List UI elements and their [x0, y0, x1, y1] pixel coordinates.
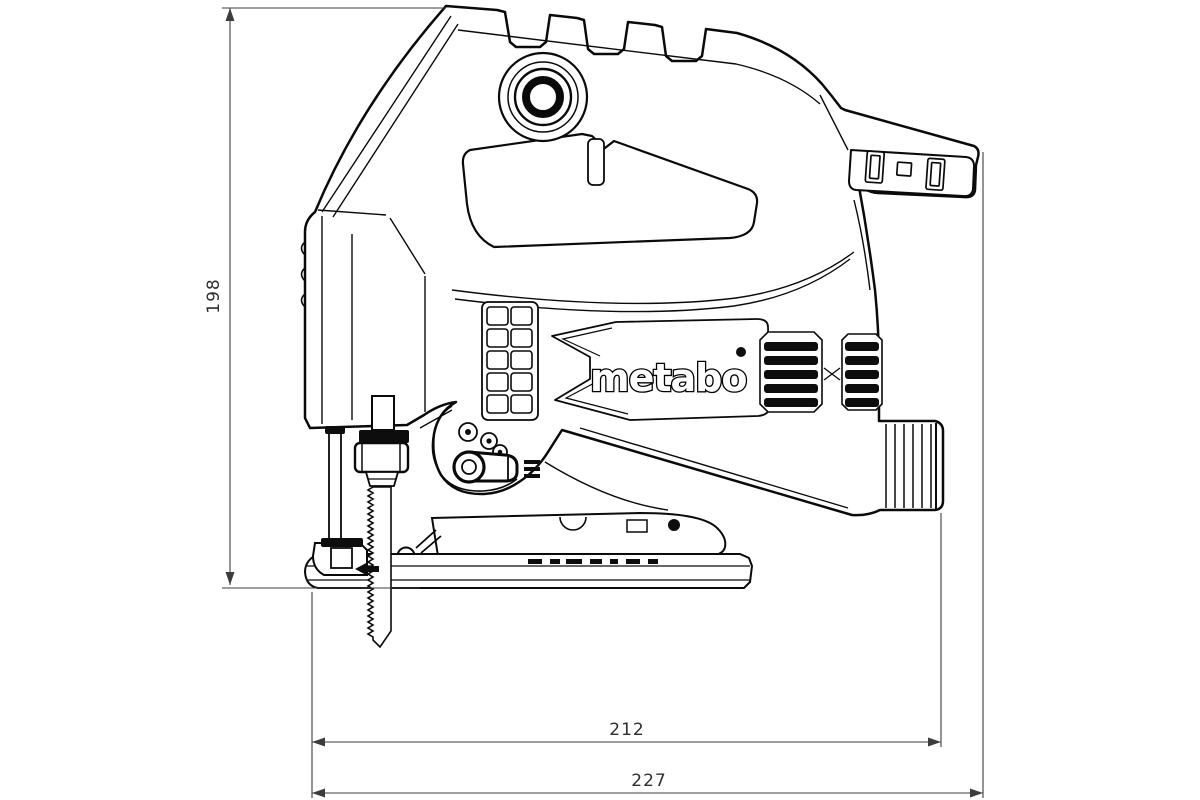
height-dimension: 198 [204, 7, 446, 589]
front-edge-clips [300, 241, 306, 308]
handle-cutout [461, 132, 759, 249]
dust-port [885, 423, 937, 509]
logo-plate: metabo [551, 318, 771, 421]
touch-guard-rod [328, 431, 342, 545]
rear-vent-slats [759, 331, 883, 413]
shoe-front-bracket [311, 538, 368, 576]
speed-dial [497, 51, 589, 143]
shoe-markings [528, 559, 658, 564]
base-length-dimension: 212 [311, 513, 942, 798]
trigger-switch [587, 138, 605, 186]
fixing-screw [668, 519, 680, 531]
cut-line-arrow [355, 562, 379, 576]
overall-length-dimension-label: 227 [631, 771, 666, 791]
overall-length-dimension: 227 [312, 152, 984, 798]
cord-protector [848, 149, 975, 198]
dimension-annotations: 198 212 227 [204, 7, 984, 798]
blade-assembly [311, 395, 410, 649]
jigsaw-drawing: metabo [300, 4, 980, 649]
pendulum-lever [431, 405, 540, 492]
plunger [371, 395, 395, 431]
base-length-dimension-label: 212 [609, 720, 644, 740]
height-dimension-label: 198 [204, 278, 224, 313]
vent-grid [481, 301, 539, 421]
registered-mark-dot [736, 347, 746, 357]
brand-logo-text: metabo [590, 356, 746, 400]
